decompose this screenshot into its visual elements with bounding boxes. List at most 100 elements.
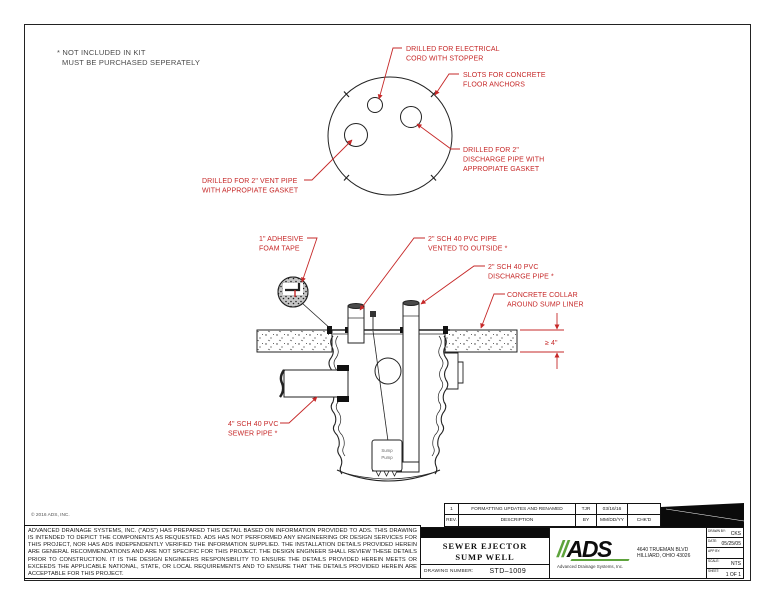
- vent-label-line2: WITH APPROPIATE GASKET: [202, 188, 299, 195]
- lid-outline: [327, 76, 453, 196]
- sump-pump: [371, 439, 403, 477]
- field-drawn-by: DRAWN BY: CKS: [707, 528, 743, 539]
- discharge-pipe: [396, 300, 420, 473]
- rev-chkd-cell: [628, 504, 660, 515]
- concrete-collar-right: [444, 329, 518, 353]
- liner-side-ledge: [444, 352, 464, 390]
- electrical-cord-hole: [367, 97, 383, 113]
- discharge-pipe-label-line2: DISCHARGE PIPE *: [488, 274, 554, 281]
- field-date-label: DATE:: [708, 538, 718, 543]
- slots-label-line2: FLOOR ANCHORS: [463, 82, 525, 89]
- vent-pipe-label-line2: VENTED TO OUTSIDE *: [428, 246, 508, 253]
- vent-pipe-hole: [344, 123, 368, 147]
- pump-cord-lower: [372, 330, 389, 442]
- foam-tape-label-line2: FOAM TAPE: [259, 246, 300, 253]
- ads-logo-subtext: Advanced Drainage Systems, Inc.: [557, 563, 624, 569]
- electrical-label-line2: CORD WITH STOPPER: [406, 56, 483, 63]
- disclaimer-text: ADVANCED DRAINAGE SYSTEMS, INC. ("ADS") …: [24, 525, 421, 579]
- foam-tape-detail: [277, 276, 333, 331]
- rev-header-date: MM/DD/YY: [597, 515, 628, 526]
- kit-note-line1: * NOT INCLUDED IN KIT: [57, 48, 146, 57]
- rev-header-rev: REV.: [445, 515, 459, 526]
- drawing-title: SEWER EJECTOR SUMP WELL: [421, 541, 549, 562]
- sump-liner-bottom: [336, 469, 441, 482]
- discharge-label-line2: DISCHARGE PIPE WITH: [463, 157, 544, 164]
- rev-header-description: DESCRIPTION: [459, 515, 576, 526]
- field-scale: SCALE: NTS: [707, 559, 743, 569]
- company-address-line1: 4640 TRUEMAN BLVD: [637, 546, 689, 553]
- discharge-pipe-leader-line: [420, 265, 485, 305]
- drawing-number-value: STD–1009: [489, 568, 527, 575]
- top-view: [327, 76, 453, 196]
- field-scale-value: NTS: [731, 561, 741, 568]
- title-block-fields: DRAWN BY: CKS DATE: 05/25/05 APP BY: SCA…: [706, 527, 744, 579]
- pump-cord: [370, 311, 376, 330]
- field-date-value: 05/25/05: [721, 540, 741, 547]
- vent-pipe-leader-line: [359, 237, 425, 311]
- rev-header-chkd: CHK'D: [636, 518, 652, 523]
- section-annotations: 1" ADHESIVE FOAM TAPE 2" SCH 40 PVC PIPE…: [228, 236, 584, 460]
- field-app-by-label: APP BY:: [708, 548, 721, 553]
- anchor-slots: [343, 91, 437, 181]
- collar-leader-line: [480, 293, 505, 329]
- electrical-label-line1: DRILLED FOR ELECTRICAL: [406, 46, 500, 53]
- sheet-border: [24, 24, 751, 581]
- company-block: //ADS Advanced Drainage Systems, Inc. 46…: [549, 527, 707, 579]
- sewer-pipe-label-line1: 4" SCH 40 PVC: [228, 421, 278, 428]
- sewer-pipe-leader-line: [280, 396, 318, 424]
- drawing-number-row: DRAWING NUMBER: STD–1009: [421, 564, 549, 578]
- electrical-leader-line: [377, 47, 402, 100]
- ads-logo-swoosh: [570, 558, 630, 561]
- ads-logo: //ADS Advanced Drainage Systems, Inc.: [557, 535, 631, 569]
- top-view-annotations: DRILLED FOR ELECTRICAL CORD WITH STOPPER…: [202, 46, 546, 195]
- float-switch: [374, 357, 402, 385]
- title-block-bar: [421, 528, 549, 538]
- pump-label-line1: Sump: [381, 448, 393, 453]
- discharge-pipe-hole: [400, 106, 422, 128]
- pump-label-line2: Pump: [381, 455, 393, 460]
- rev-description-cell: FORMATTING UPDATES AND RENAMED: [459, 504, 576, 515]
- detail-connector-line: [301, 302, 333, 331]
- field-drawn-by-value: CKS: [730, 530, 741, 537]
- section-view: [256, 276, 518, 482]
- foam-tape-label-line1: 1" ADHESIVE: [259, 236, 304, 243]
- copyright-text: © 2016 ADS, INC.: [31, 513, 70, 518]
- field-sheet-label: SHEET:: [708, 569, 720, 574]
- rev-number-cell: 1: [445, 504, 459, 515]
- collar-dimension-text: ≥ 4": [545, 340, 558, 347]
- discharge-label-line3: APPROPIATE GASKET: [463, 166, 540, 173]
- discharge-pipe-label-line1: 2" SCH 40 PVC: [488, 264, 538, 271]
- rev-header-by: BY: [576, 515, 597, 526]
- slots-leader-line: [434, 73, 459, 96]
- discharge-leader-line: [416, 123, 460, 150]
- revision-table: 1 FORMATTING UPDATES AND RENAMED TJR 03/…: [444, 503, 661, 527]
- vent-label-line1: DRILLED FOR 2" VENT PIPE: [202, 178, 298, 185]
- company-address-line2: HILLIARD, OHIO 43026: [637, 553, 691, 559]
- company-address: 4640 TRUEMAN BLVD HILLIARD, OHIO 43026: [637, 547, 690, 560]
- pipe-couplers: [337, 365, 349, 402]
- drawing-number-label: DRAWING NUMBER:: [424, 569, 474, 574]
- revision-corner-block: [661, 503, 745, 527]
- ads-logo-text: //ADS: [557, 535, 631, 562]
- foam-tape-leader-line: [301, 237, 318, 283]
- sewer-pipe: [279, 365, 349, 402]
- field-sheet: SHEET: 1 OF 1: [707, 569, 743, 578]
- vent-pipe-label-line1: 2" SCH 40 PVC PIPE: [428, 236, 497, 243]
- collar-label-line2: AROUND SUMP LINER: [507, 302, 584, 309]
- field-app-by: APP BY:: [707, 548, 743, 559]
- discharge-label-line1: DRILLED FOR 2": [463, 147, 519, 154]
- kit-note-line2: MUST BE PURCHASED SEPERATELY: [62, 58, 201, 67]
- rev-by-cell: TJR: [576, 504, 597, 515]
- drawing-title-line2: SUMP WELL: [455, 551, 515, 562]
- field-drawn-by-label: DRAWN BY:: [708, 528, 726, 533]
- collar-dimension-lines: [520, 313, 564, 369]
- sump-lid: [327, 326, 450, 335]
- collar-label-line1: CONCRETE COLLAR: [507, 292, 578, 299]
- slots-label-line1: SLOTS FOR CONCRETE: [463, 72, 546, 79]
- ads-logo-slashes: //: [557, 535, 568, 562]
- field-sheet-value: 1 OF 1: [725, 571, 741, 578]
- ads-logo-word: ADS: [566, 535, 613, 562]
- concrete-collar-left: [256, 329, 333, 353]
